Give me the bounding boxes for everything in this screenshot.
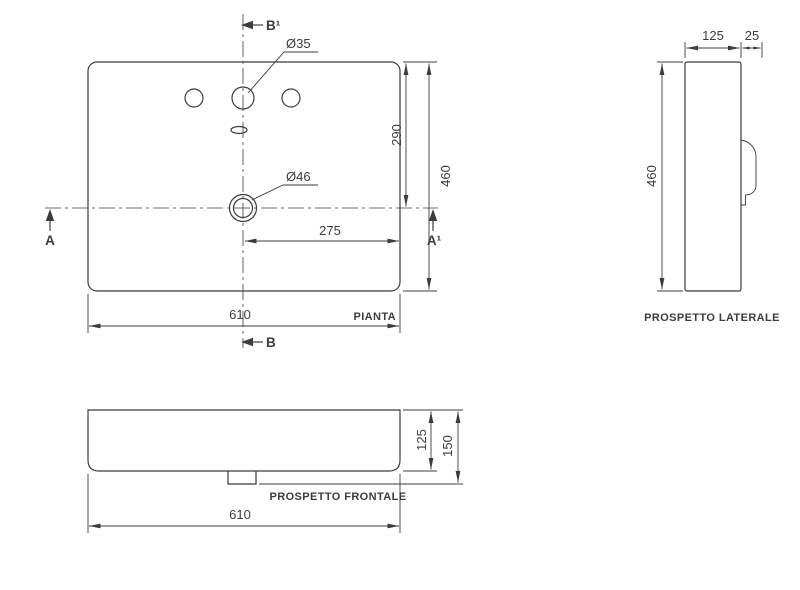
faucet-callout-leader <box>247 51 318 94</box>
dim-25-side-label: 25 <box>745 28 759 43</box>
front-view: 125 150 610 PROSPETTO FRONTALE <box>87 409 463 533</box>
front-drain-stub <box>227 471 257 485</box>
plan-basin-outline <box>87 61 401 292</box>
section-a1-label: A¹ <box>427 233 442 248</box>
dim-150-front-label: 150 <box>440 435 455 457</box>
faucet-diameter-callout: Ø35 <box>247 36 318 94</box>
section-marker-b1: B¹ <box>241 18 281 33</box>
dim-460-side-label: 460 <box>644 165 659 187</box>
drain-diameter-label: Ø46 <box>286 169 311 184</box>
drain-hole <box>228 193 258 223</box>
dim-610-front-label: 610 <box>229 507 251 522</box>
faucet-hole-right <box>281 88 301 108</box>
front-body-outline <box>87 409 401 472</box>
front-dim-extension-lines <box>87 409 463 533</box>
dim-125-front-label: 125 <box>414 429 429 451</box>
overflow-hole <box>230 125 248 135</box>
side-dim-25: 25 <box>742 28 761 50</box>
plan-dim-290: 290 <box>389 63 409 207</box>
side-drain-profile <box>740 139 757 206</box>
side-dim-extension-lines <box>657 42 763 292</box>
section-b1-label: B¹ <box>266 18 281 33</box>
dim-290-label: 290 <box>389 124 404 146</box>
side-dim-125: 125 <box>686 28 740 51</box>
dim-460-label: 460 <box>438 165 453 187</box>
dim-610-plan-label: 610 <box>229 307 251 322</box>
front-dim-150: 150 <box>440 411 461 483</box>
faucet-hole-center <box>231 86 255 110</box>
faucet-diameter-label: Ø35 <box>286 36 311 51</box>
section-b1-arrow-icon <box>241 20 253 30</box>
plan-dim-275: 275 <box>245 223 399 244</box>
front-dim-125: 125 <box>414 411 434 470</box>
plan-view: Ø35 Ø46 290 460 275 610 PIANTA <box>45 14 453 350</box>
plan-centerlines <box>45 14 438 348</box>
section-b-label: B <box>266 335 276 350</box>
dim-125-side-label: 125 <box>702 28 724 43</box>
plan-view-label: PIANTA <box>353 311 396 323</box>
side-view-label: PROSPETTO LATERALE <box>644 312 780 324</box>
side-view: 125 25 460 PROSPETTO LATERALE <box>644 28 780 324</box>
section-marker-a: A <box>45 209 55 248</box>
section-marker-a1: A¹ <box>427 209 442 248</box>
section-b-arrow-icon <box>241 337 253 347</box>
faucet-holes <box>184 86 301 110</box>
drain-hole-outer <box>228 193 258 223</box>
faucet-hole-left <box>184 88 204 108</box>
side-body-outline <box>684 61 742 292</box>
plan-dim-extension-lines <box>87 61 437 333</box>
drain-diameter-callout: Ø46 <box>251 169 318 201</box>
section-a1-arrow-icon <box>428 209 438 221</box>
dim-275-label: 275 <box>319 223 341 238</box>
plan-dim-610: 610 <box>89 307 399 329</box>
drain-callout-leader <box>251 184 318 201</box>
side-dim-460: 460 <box>644 63 665 290</box>
drain-hole-inner <box>232 197 254 219</box>
plan-dim-460: 460 <box>426 63 453 290</box>
front-view-label: PROSPETTO FRONTALE <box>270 491 407 503</box>
section-marker-b: B <box>241 335 276 350</box>
front-dim-610: 610 <box>89 507 399 529</box>
section-a-arrow-icon <box>45 209 55 221</box>
section-a-label: A <box>45 233 55 248</box>
